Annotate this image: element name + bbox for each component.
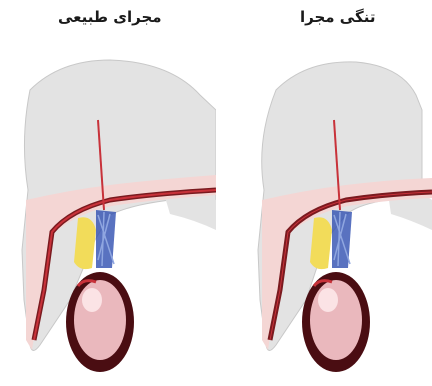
testis-highlight: [82, 288, 102, 312]
anatomy-illustration-normal: [0, 0, 216, 386]
testis-highlight: [318, 288, 338, 312]
testis: [74, 280, 126, 360]
anatomy-illustration-stricture: [216, 0, 432, 386]
testis: [310, 280, 362, 360]
